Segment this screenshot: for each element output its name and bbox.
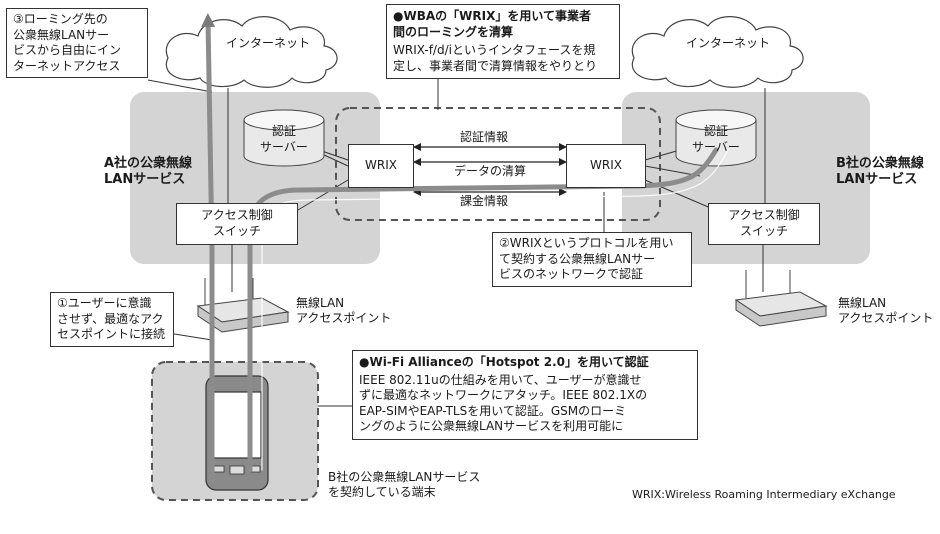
ap-a-label: 無線LAN アクセスポイント: [296, 296, 392, 325]
auth-server-a-cylinder: [243, 109, 325, 167]
cloud-left: [165, 16, 338, 88]
switch-b: アクセス制御 スイッチ: [708, 203, 820, 245]
smartphone: [205, 375, 269, 491]
auth-server-b-cylinder: [675, 109, 757, 167]
wrix-footnote: WRIX:Wireless Roaming Intermediary eXcha…: [632, 488, 896, 501]
terminal-label: B社の公衆無線LANサービス を契約している端末: [328, 470, 481, 499]
wrix-box-right: WRIX: [566, 144, 646, 188]
hotspot-note: ●Wi-Fi Allianceの「Hotspot 2.0」を用いて認証 IEEE…: [352, 350, 698, 440]
ap-b-label: 無線LAN アクセスポイント: [838, 296, 934, 325]
auth-server-b-label: 認証 サーバー: [692, 124, 740, 154]
wrix-region: [335, 107, 661, 221]
wrix-box-left: WRIX: [348, 144, 414, 188]
flow-auth-label: 認証情報: [460, 130, 509, 144]
cloud-left-label: インターネット: [226, 36, 311, 50]
wrix-protocol-note: ②WRIXというプロトコルを用い て契約する公衆無線LANサー ビスのネットワー…: [492, 232, 692, 287]
company-b-label: B社の公衆無線 LANサービス: [836, 156, 924, 187]
auth-server-a-label: 認証 サーバー: [260, 124, 308, 154]
wrix-left-label: WRIX: [365, 158, 397, 172]
user-note: ①ユーザーに意識 させず、最適なアク セスポイントに接続: [50, 292, 174, 347]
flow-data-label: データの清算: [454, 164, 527, 178]
flow-billing-label: 課金情報: [460, 194, 509, 208]
cloud-right: [631, 16, 804, 88]
wba-note: ●WBAの「WRIX」を用いて事業者 間のローミングを清算 WRIX-f/d/i…: [386, 4, 620, 80]
company-a-label: A社の公衆無線 LANサービス: [104, 156, 193, 187]
switch-a: アクセス制御 スイッチ: [176, 203, 298, 245]
wrix-right-label: WRIX: [590, 158, 622, 172]
roaming-note: ③ローミング先の 公衆無線LANサー ビスから自由にイン ターネットアクセス: [6, 8, 148, 79]
access-point-b: [734, 270, 828, 327]
cloud-right-label: インターネット: [686, 36, 771, 50]
